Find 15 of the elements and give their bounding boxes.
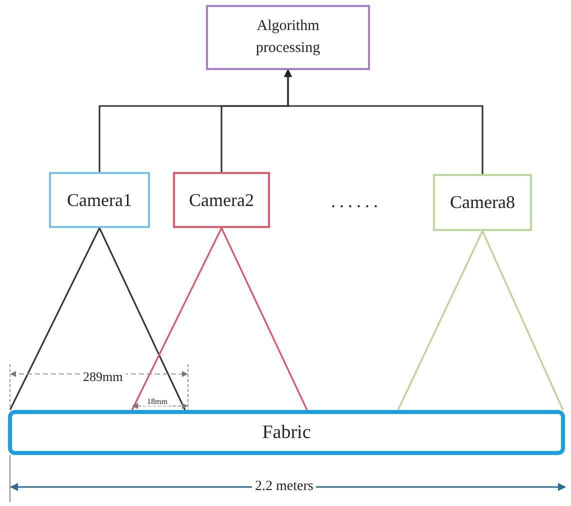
connector-line — [98, 228, 186, 410]
camera-box: Camera2 — [173, 172, 270, 228]
connector-line — [284, 69, 484, 174]
fabric-strip: Fabric — [8, 410, 565, 455]
process-box: Algorithm processing — [206, 5, 370, 70]
connector-line — [9, 228, 100, 410]
camera-box: Camera8 — [433, 174, 532, 231]
connector-line — [220, 228, 308, 410]
dimension-label: 18mm — [144, 398, 170, 406]
ellipsis-text: ...... — [330, 192, 383, 210]
connector-line — [397, 230, 484, 410]
connector-line — [131, 228, 222, 410]
dimension-label: 289mm — [80, 370, 126, 383]
connector-line — [482, 230, 564, 410]
camera-box: Camera1 — [49, 172, 150, 228]
